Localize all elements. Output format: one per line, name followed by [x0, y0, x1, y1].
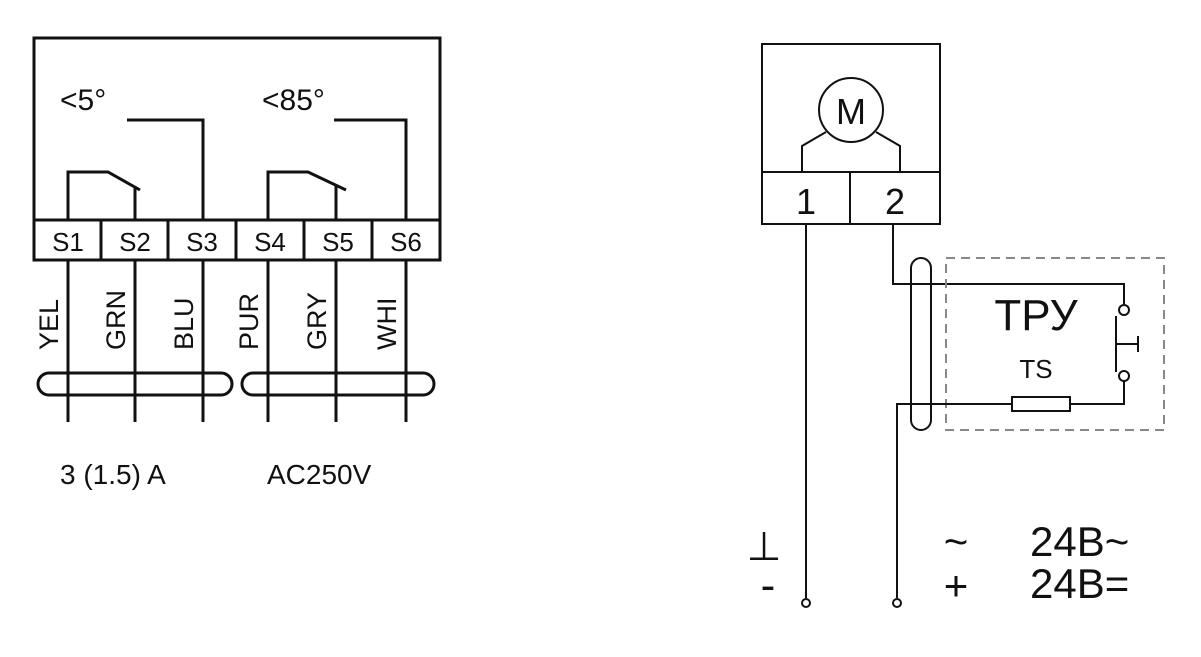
terminal-s1: S1 [52, 227, 84, 257]
wire-to-resistor [1070, 381, 1125, 405]
rating-voltage: AC250V [267, 459, 372, 490]
cable-sleeve-2 [240, 371, 436, 397]
rating-current: 3 (1.5) A [60, 459, 166, 490]
supply-terminal-plus [892, 598, 902, 608]
dc-supply-label: 24В= [1030, 560, 1129, 607]
wire-label-yel: YEL [34, 299, 64, 350]
wire-label-pur: PUR [234, 293, 264, 350]
controller-label: ТРУ [994, 291, 1078, 340]
tilde-symbol: ~ [944, 518, 969, 565]
wire-terminal-2 [892, 224, 1125, 304]
motor-lead-1 [801, 131, 827, 172]
resistor [1011, 396, 1071, 412]
wire-resistor-to-plus [896, 403, 1012, 598]
ground-symbol: ⊥ [747, 525, 782, 569]
plus-symbol: + [944, 562, 969, 609]
switch1-contact [66, 118, 205, 220]
switch2-angle-label: <85° [262, 84, 325, 117]
terminal-strip [32, 218, 442, 262]
terminal-s6: S6 [390, 227, 422, 257]
cable-sleeve-1 [36, 371, 234, 397]
controller-contact [1115, 304, 1139, 382]
terminal-s2: S2 [119, 227, 151, 257]
terminal-s3: S3 [186, 227, 218, 257]
minus-symbol: - [761, 561, 776, 610]
controller-box [945, 257, 1165, 431]
wire-label-gry: GRY [302, 292, 332, 350]
supply-terminal-minus [801, 598, 811, 608]
motor-label: M [836, 91, 866, 132]
switch1-angle-label: <5° [60, 84, 106, 117]
motor-housing [761, 43, 941, 225]
switch-housing [32, 36, 442, 222]
cable-sleeve-vertical [910, 257, 932, 431]
wire-label-blu: BLU [169, 297, 199, 350]
wire-label-grn: GRN [101, 290, 131, 350]
motor-lead-2 [875, 131, 901, 172]
controller-sublabel: TS [1019, 354, 1052, 384]
switch2-contact [266, 118, 408, 220]
motor-terminal-1: 1 [796, 181, 816, 222]
motor-terminal-2: 2 [885, 181, 905, 222]
motor-circle [818, 77, 884, 143]
terminal-s4: S4 [254, 227, 286, 257]
terminal-s5: S5 [322, 227, 354, 257]
ac-supply-label: 24В~ [1030, 518, 1129, 565]
wire-label-whi: WHI [372, 298, 402, 350]
